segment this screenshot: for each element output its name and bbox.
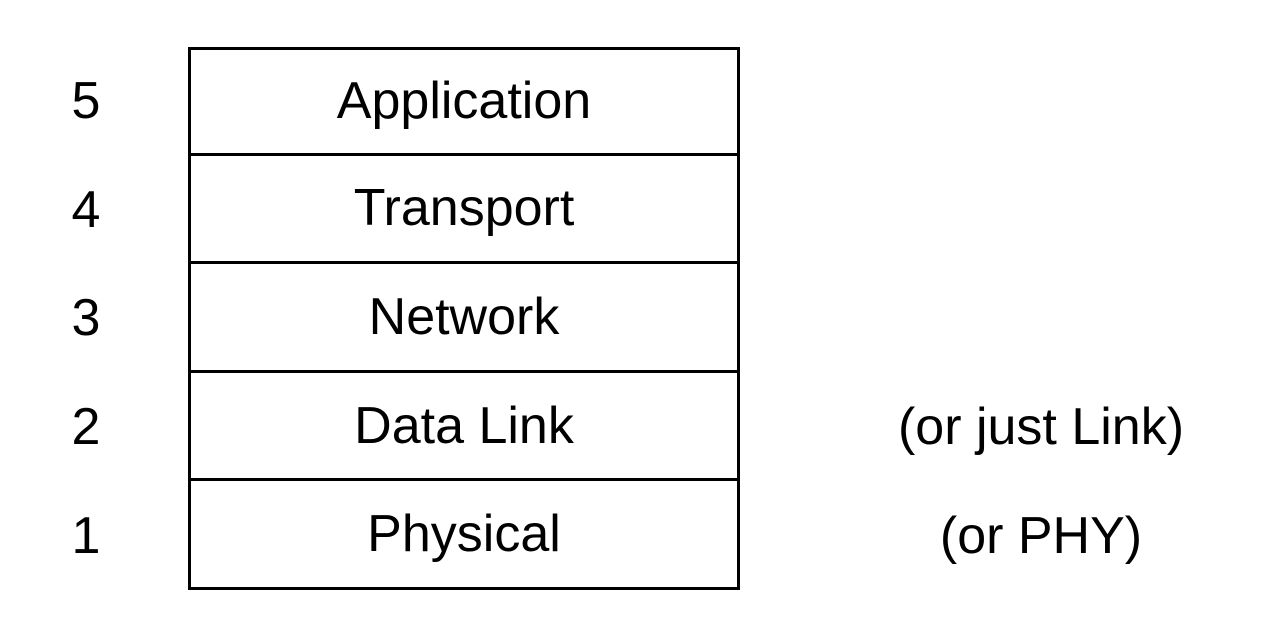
layer-row-network: 3 Network bbox=[0, 264, 1262, 373]
layer-number: 2 bbox=[71, 398, 101, 457]
layer-name: Transport bbox=[353, 179, 575, 238]
layer-number: 1 bbox=[71, 506, 101, 565]
layer-number: 4 bbox=[71, 180, 101, 239]
layer-name: Network bbox=[368, 287, 560, 346]
layer-box: Network bbox=[188, 264, 740, 373]
layer-name: Application bbox=[336, 72, 592, 131]
layer-row-transport: 4 Transport bbox=[0, 155, 1262, 265]
layer-box: Physical bbox=[188, 481, 740, 590]
layer-row-physical: 1 Physical (or PHY) bbox=[0, 481, 1262, 590]
layer-annotation: (or just Link) bbox=[897, 398, 1185, 457]
layer-number: 5 bbox=[71, 72, 101, 131]
layer-box: Data Link bbox=[188, 372, 740, 482]
layer-row-data-link: 2 Data Link (or just Link) bbox=[0, 372, 1262, 482]
layer-row-application: 5 Application bbox=[0, 47, 1262, 156]
layer-annotation: (or PHY) bbox=[939, 506, 1143, 565]
layer-name: Data Link bbox=[354, 396, 574, 455]
layer-name: Physical bbox=[367, 505, 561, 564]
layer-stack: 5 Application 4 Transport 3 Network bbox=[0, 47, 1262, 590]
layer-box: Application bbox=[188, 47, 740, 156]
layer-number: 3 bbox=[71, 289, 101, 348]
layer-box: Transport bbox=[188, 155, 740, 265]
